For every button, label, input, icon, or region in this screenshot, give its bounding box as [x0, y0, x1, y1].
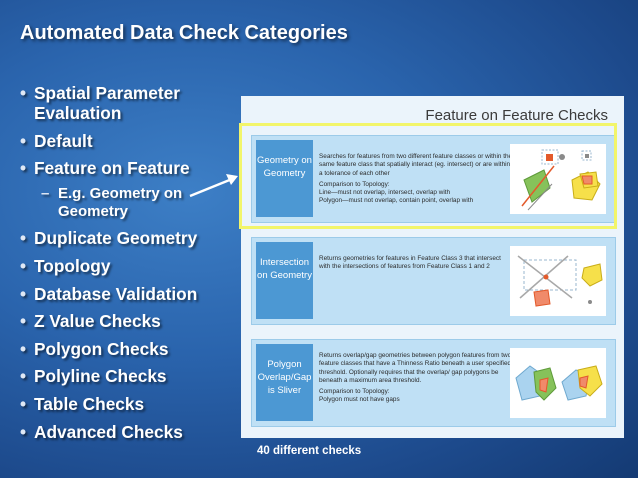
- card-label-background: [256, 140, 313, 217]
- card-label: Intersection on Geometry: [257, 257, 312, 281]
- bullet-item: Default: [20, 131, 235, 151]
- sub-bullet-item: E.g. Geometry on Geometry: [20, 185, 235, 221]
- pointer-arrow-icon: [189, 174, 238, 198]
- bullet-item: Duplicate Geometry: [20, 228, 235, 248]
- card-topology-heading: Comparison to Topology:: [319, 388, 390, 396]
- card-label: Polygon Overlap/Gap is Sliver: [257, 359, 312, 396]
- card-desc-text: Searches for features from two different…: [319, 153, 513, 177]
- bullet-item: Feature on Feature: [20, 158, 235, 178]
- card-topology-line: Line—must not overlap, intersect, overla…: [319, 189, 451, 197]
- check-card-geometry-on-geometry: Geometry on Geometry Searches for featur…: [251, 135, 616, 223]
- bullet-list: Spatial Parameter Evaluation Default Fea…: [20, 83, 235, 449]
- card-description: Returns overlap/gap geometries between p…: [319, 352, 513, 405]
- bullet-item: Topology: [20, 256, 235, 276]
- bullet-item: Polygon Checks: [20, 339, 235, 359]
- panel-title: Feature on Feature Checks: [425, 107, 608, 124]
- bullet-item: Polyline Checks: [20, 366, 235, 386]
- card-desc-text: Returns overlap/gap geometries between p…: [319, 352, 512, 384]
- bullet-item: Z Value Checks: [20, 311, 235, 331]
- slide-title: Automated Data Check Categories: [20, 22, 348, 44]
- card-label-background: [256, 242, 313, 319]
- check-card-intersection-on-geometry: Intersection on Geometry Returns geometr…: [251, 237, 616, 325]
- card-label: Geometry on Geometry: [257, 155, 312, 179]
- footnote: 40 different checks: [257, 445, 362, 457]
- card-description: Returns geometries for features in Featu…: [319, 255, 513, 272]
- card-topology-line: Polygon—must not overlap, contain point,…: [319, 197, 474, 205]
- check-card-polygon-overlap-gap: Polygon Overlap/Gap is Sliver Returns ov…: [251, 339, 616, 427]
- card-description: Searches for features from two different…: [319, 153, 513, 206]
- bullet-item: Table Checks: [20, 394, 235, 414]
- card-topology-heading: Comparison to Topology:: [319, 180, 390, 188]
- bullet-item: Advanced Checks: [20, 422, 235, 442]
- intersection-illustration-icon: [510, 246, 606, 316]
- bullet-item: Database Validation: [20, 284, 235, 304]
- bullet-item: Spatial Parameter Evaluation: [20, 83, 235, 123]
- highlight-box: [239, 123, 617, 229]
- polygon-sliver-illustration-icon: [510, 348, 606, 418]
- card-label-background: [256, 344, 313, 421]
- card-desc-text: Returns geometries for features in Featu…: [319, 255, 501, 271]
- geometry-illustration-icon: [510, 144, 606, 214]
- card-topology-line: Polygon must not have gaps: [319, 396, 400, 404]
